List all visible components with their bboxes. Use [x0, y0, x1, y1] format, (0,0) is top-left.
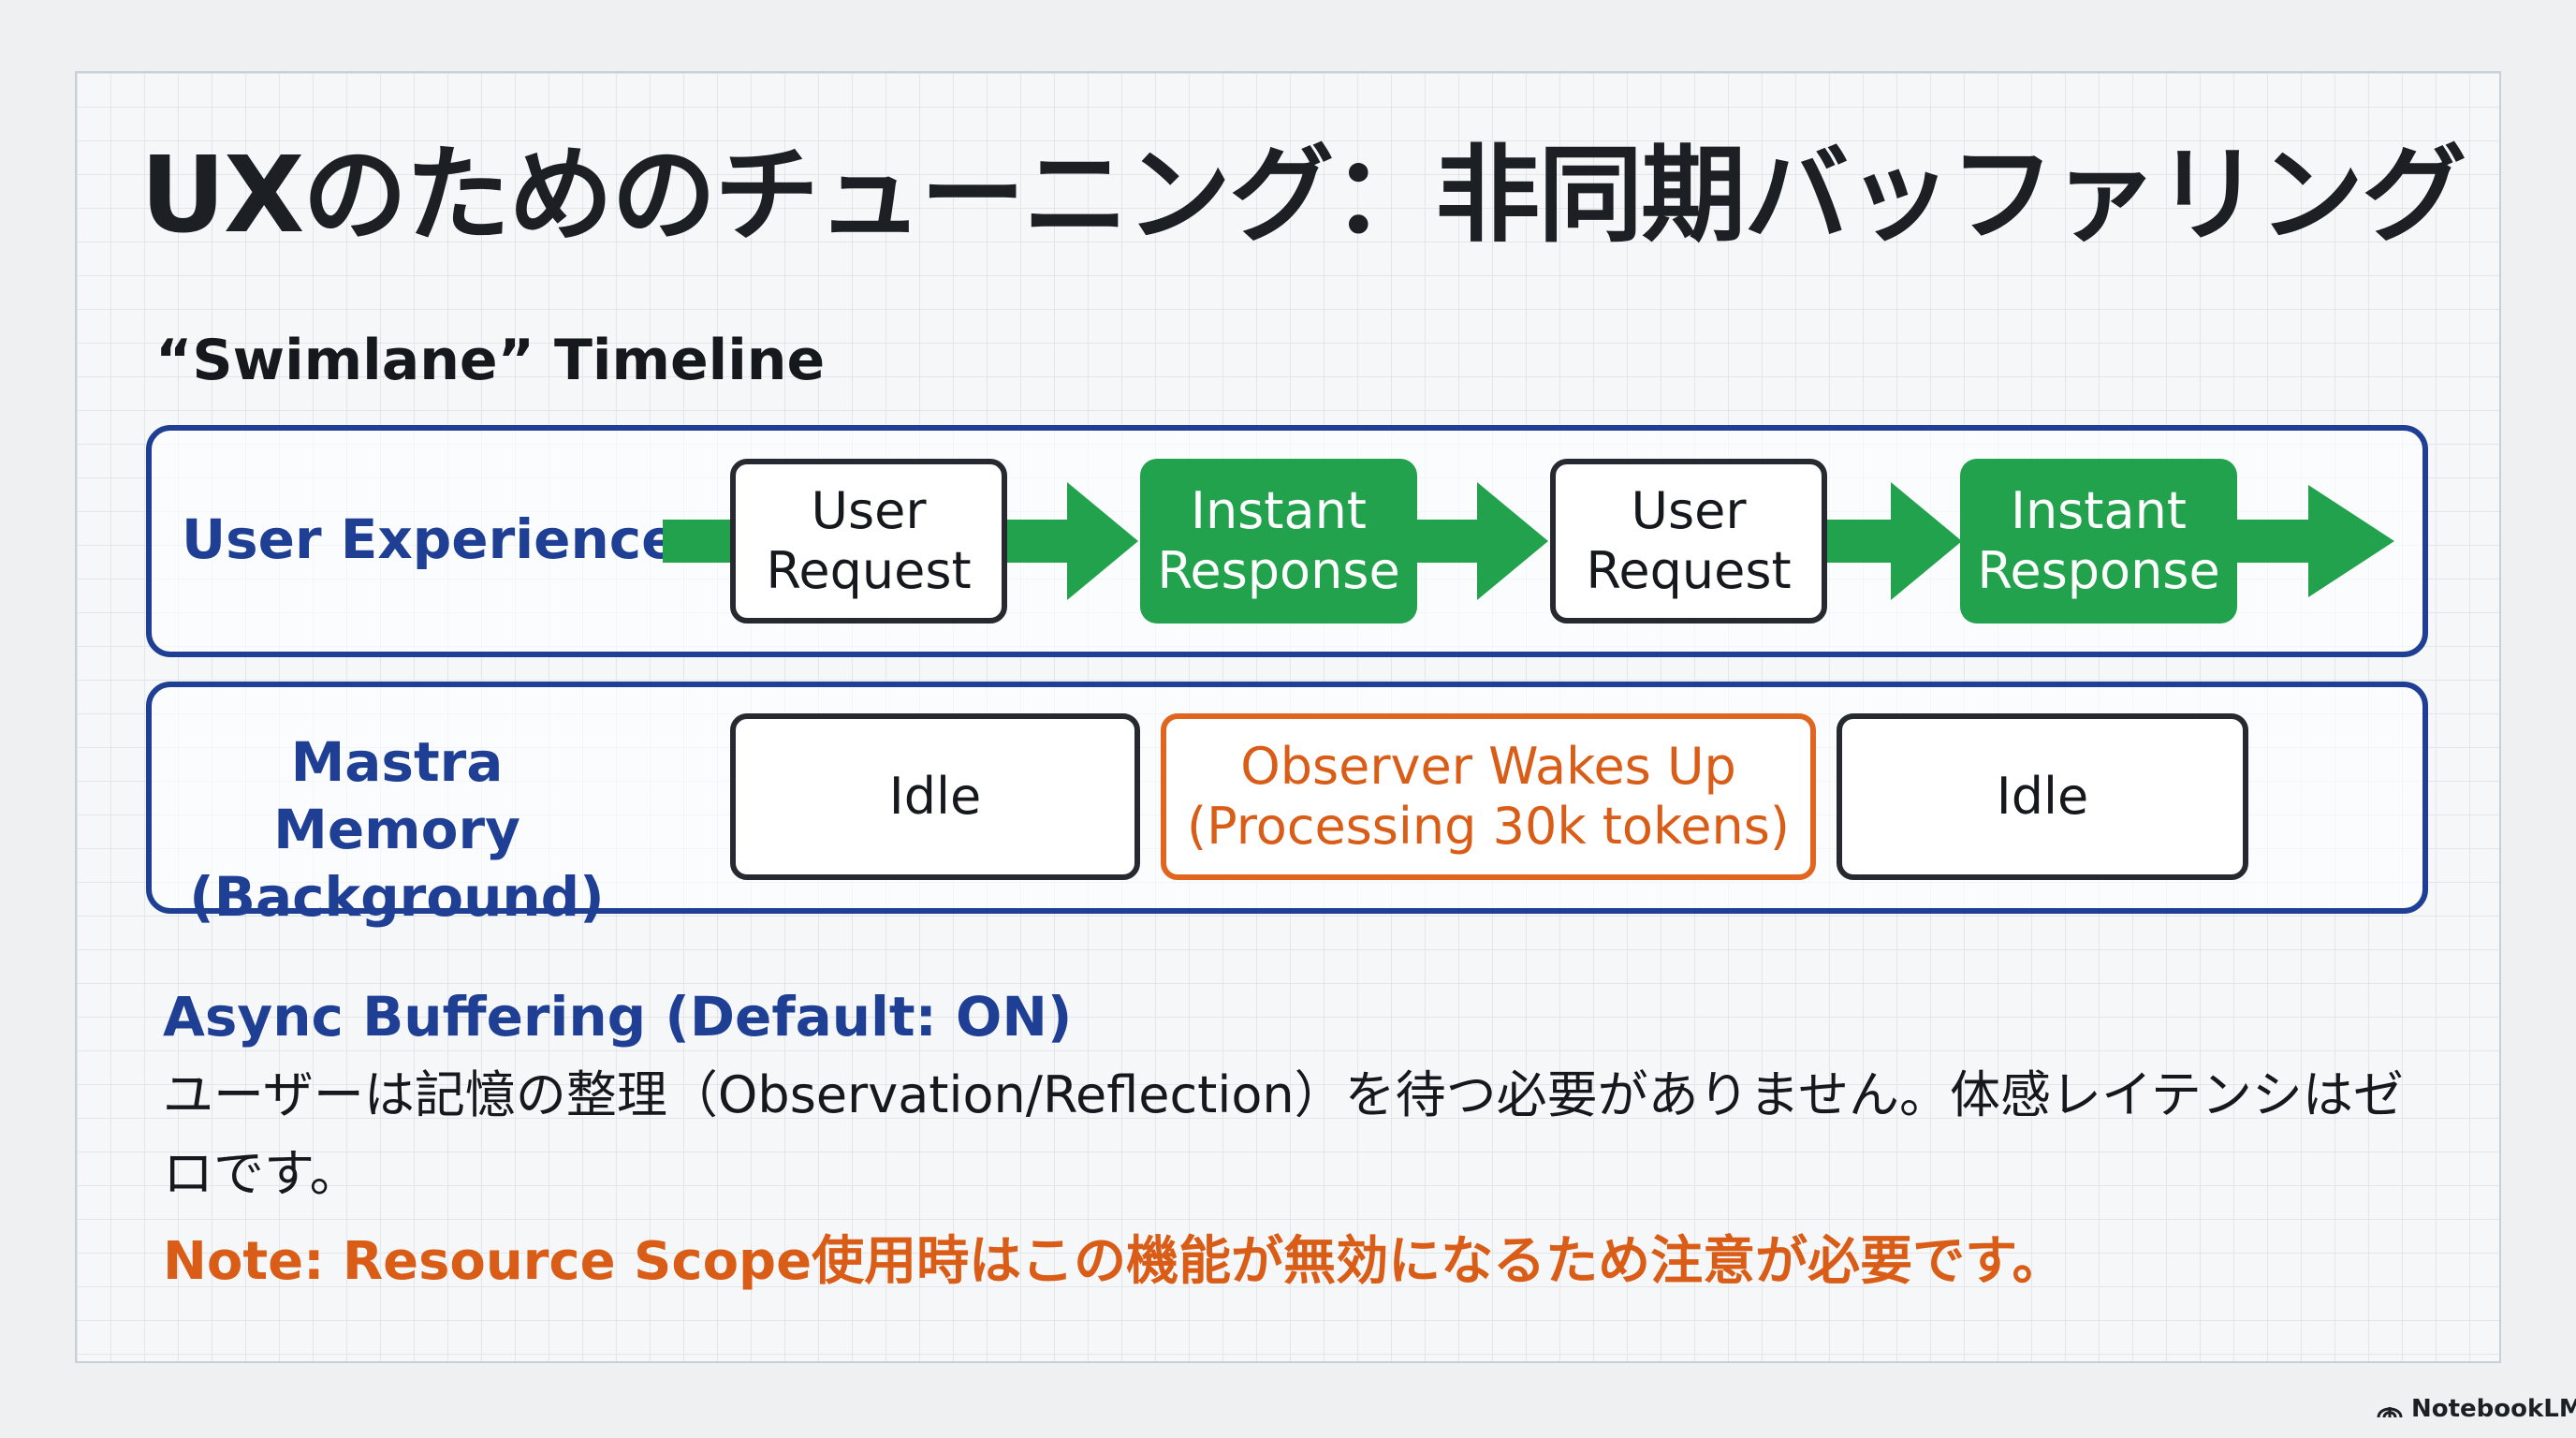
flow-arrow-1 [1002, 482, 1138, 600]
step-instant-response-1: Instant Response [1140, 459, 1417, 624]
page-title: UXのためのチューニング：非同期バッファリング [140, 135, 2466, 257]
flow-arrow-end [2235, 485, 2394, 597]
lane-label-user-experience: User Experience [182, 507, 679, 571]
step-idle-2: Idle [1837, 713, 2248, 880]
notebooklm-brand: NotebookLM [2376, 1395, 2576, 1423]
step-instant-response-2: Instant Response [1960, 459, 2237, 624]
async-buffering-heading: Async Buffering (Default: ON) [163, 985, 1073, 1049]
lane-label-mastra-memory: Mastra Memory (Background) [189, 730, 605, 929]
diagram-subtitle: “Swimlane” Timeline [155, 328, 826, 393]
async-buffering-description: ユーザーは記憶の整理（Observation/Reflection）を待つ必要が… [163, 1065, 2404, 1203]
step-observer-wakes-up: Observer Wakes Up (Processing 30k tokens… [1161, 713, 1816, 880]
flow-arrow-start-shaft [663, 520, 734, 563]
notebooklm-logo-icon [2377, 1407, 2403, 1418]
step-user-request-1: User Request [730, 459, 1007, 624]
step-user-request-2: User Request [1550, 459, 1827, 624]
flow-arrow-3 [1822, 482, 1962, 600]
resource-scope-note: Note: Resource Scope使用時はこの機能が無効になるため注意が必… [163, 1231, 2065, 1292]
flow-arrow-2 [1412, 482, 1548, 600]
brand-name: NotebookLM [2411, 1395, 2576, 1423]
step-idle-1: Idle [730, 713, 1140, 880]
